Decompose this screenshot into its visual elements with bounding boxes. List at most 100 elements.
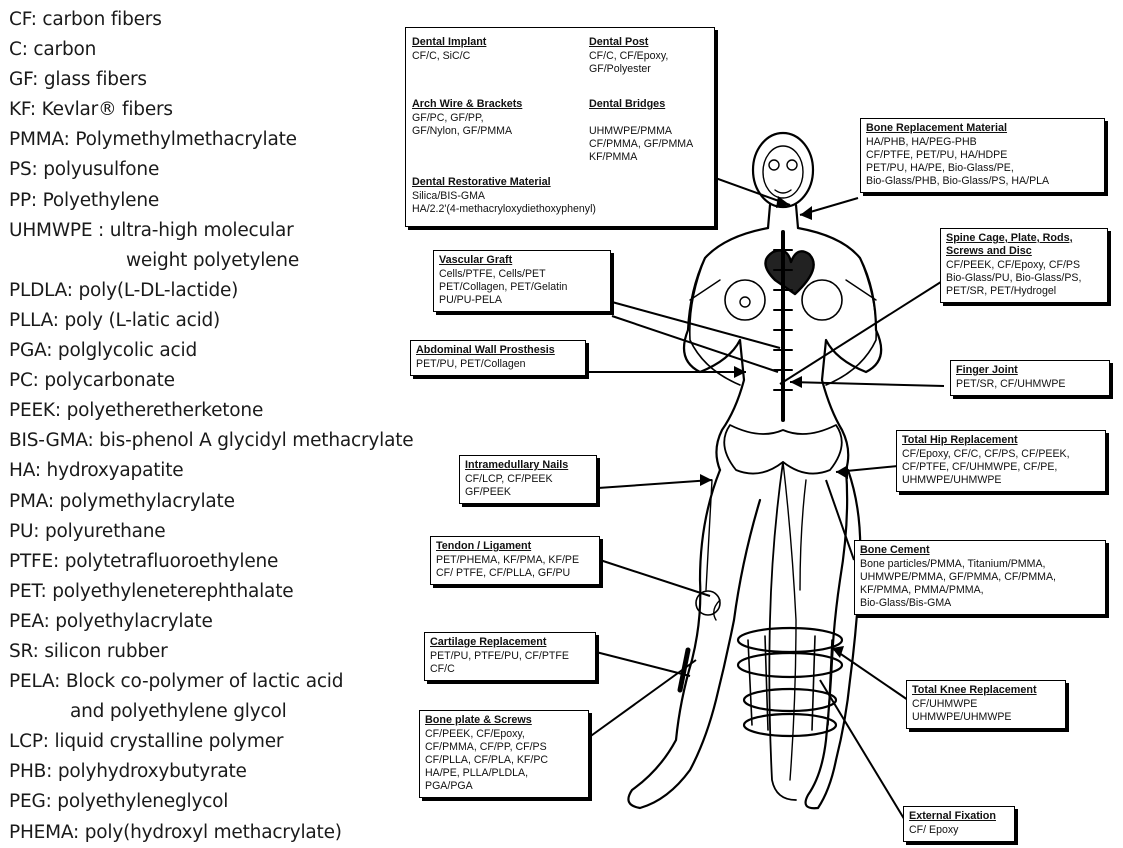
glossary-entry: SR: silicon rubber bbox=[9, 640, 168, 662]
spine-item: Bio-Glass/PU, Bio-Glass/PS, bbox=[946, 272, 1082, 284]
dental-bridges-title: Dental Bridges bbox=[589, 98, 666, 110]
abdominal-wall-box: Abdominal Wall Prosthesis PET/PU, PET/Co… bbox=[410, 340, 586, 376]
intramedullary-nails-box: Intramedullary Nails CF/LCP, CF/PEEK GF/… bbox=[459, 455, 597, 504]
spine-box: Spine Cage, Plate, Rods, Screws and Disc… bbox=[940, 228, 1108, 303]
external-fixation-item: CF/ Epoxy bbox=[909, 824, 959, 836]
dental-post-title: Dental Post bbox=[589, 36, 649, 48]
cartilage-replacement-box: Cartilage Replacement PET/PU, PTFE/PU, C… bbox=[424, 632, 596, 681]
dental-implant-item: CF/C, SiC/C bbox=[412, 50, 471, 62]
cartilage-replacement-title: Cartilage Replacement bbox=[430, 636, 547, 648]
glossary-entry: PEA: polyethylacrylate bbox=[9, 610, 213, 632]
glossary-entry: PMMA: Polymethylmethacrylate bbox=[9, 129, 297, 151]
intramedullary-nails-item: GF/PEEK bbox=[465, 486, 511, 498]
arch-wire-item: GF/Nylon, GF/PMMA bbox=[412, 125, 513, 137]
cartilage-replacement-item: PET/PU, PTFE/PU, CF/PTFE bbox=[430, 650, 569, 662]
bone-plate-screws-item: HA/PE, PLLA/PLDLA, bbox=[425, 767, 529, 779]
glossary-entry: KF: Kevlar® fibers bbox=[9, 99, 173, 121]
vascular-graft-item: PU/PU-PELA bbox=[439, 294, 502, 306]
total-hip-item: UHMWPE/UHMWPE bbox=[902, 474, 1002, 486]
dental-post-panel: Dental Post CF/C, CF/Epoxy, GF/Polyester bbox=[589, 36, 668, 76]
glossary-entry-continuation: and polyethylene glycol bbox=[70, 701, 287, 723]
dental-materials-box: Dental Implant CF/C, SiC/C Dental Post C… bbox=[405, 27, 715, 227]
glossary-entry: PHEMA: poly(hydroxyl methacrylate) bbox=[9, 821, 342, 843]
bone-replacement-item: PET/PU, HA/PE, Bio-Glass/PE, bbox=[866, 162, 1014, 174]
glossary-entry: PTFE: polytetrafluoroethylene bbox=[9, 550, 279, 572]
spine-item: PET/SR, PET/Hydrogel bbox=[946, 285, 1057, 297]
dental-bridges-item: CF/PMMA, GF/PMMA bbox=[589, 138, 694, 150]
bone-cement-box: Bone Cement Bone particles/PMMA, Titaniu… bbox=[854, 540, 1106, 615]
dental-bridges-item: UHMWPE/PMMA bbox=[589, 125, 672, 137]
total-hip-item: CF/Epoxy, CF/C, CF/PS, CF/PEEK, bbox=[902, 448, 1070, 460]
arrowheads bbox=[700, 196, 848, 658]
intramedullary-nails-item: CF/LCP, CF/PEEK bbox=[465, 473, 553, 485]
glossary-entry: GF: glass fibers bbox=[9, 69, 147, 91]
total-knee-item: UHMWPE/UHMWPE bbox=[912, 711, 1012, 723]
arch-wire-item: GF/PC, GF/PP, bbox=[412, 112, 484, 124]
total-knee-box: Total Knee Replacement CF/UHMWPE UHMWPE/… bbox=[906, 680, 1066, 729]
bone-plate-screws-title: Bone plate & Screws bbox=[425, 714, 532, 726]
intramedullary-nails-title: Intramedullary Nails bbox=[465, 459, 569, 471]
glossary-entry: HA: hydroxyapatite bbox=[9, 460, 184, 482]
spine-title: Spine Cage, Plate, Rods, Screws and Disc bbox=[946, 232, 1073, 257]
total-knee-item: CF/UHMWPE bbox=[912, 698, 978, 710]
bone-replacement-title: Bone Replacement Material bbox=[866, 122, 1008, 134]
glossary-entry: CF: carbon fibers bbox=[9, 9, 162, 30]
glossary-entry: PP: Polyethylene bbox=[9, 189, 160, 211]
glossary-entry: UHMWPE : ultra-high molecular bbox=[9, 219, 294, 241]
finger-joint-box: Finger Joint PET/SR, CF/UHMWPE bbox=[950, 360, 1110, 396]
bone-plate-screws-item: CF/PMMA, CF/PP, CF/PS bbox=[425, 741, 547, 753]
spine-item: CF/PEEK, CF/Epoxy, CF/PS bbox=[946, 259, 1081, 271]
dental-post-item: GF/Polyester bbox=[589, 63, 651, 75]
vascular-graft-item: PET/Collagen, PET/Gelatin bbox=[439, 281, 568, 293]
arch-wire-panel: Arch Wire & Brackets GF/PC, GF/PP, GF/Ny… bbox=[412, 98, 522, 138]
total-hip-item: CF/PTFE, CF/UHMWPE, CF/PE, bbox=[902, 461, 1058, 473]
abdominal-wall-title: Abdominal Wall Prosthesis bbox=[416, 344, 555, 356]
dental-restorative-item: HA/2.2'(4-methacryloxydiethoxyphenyl) bbox=[412, 203, 596, 215]
glossary-entry: LCP: liquid crystalline polymer bbox=[9, 731, 284, 753]
bone-cement-item: Bio-Glass/Bis-GMA bbox=[860, 597, 952, 609]
total-hip-box: Total Hip Replacement CF/Epoxy, CF/C, CF… bbox=[896, 430, 1106, 492]
dental-restorative-title: Dental Restorative Material bbox=[412, 176, 551, 188]
bone-cement-title: Bone Cement bbox=[860, 544, 930, 556]
bone-replacement-item: HA/PHB, HA/PEG-PHB bbox=[866, 136, 977, 148]
glossary-entry: BIS-GMA: bis-phenol A glycidyl methacryl… bbox=[9, 430, 414, 452]
bone-cement-item: Bone particles/PMMA, Titanium/PMMA, bbox=[860, 558, 1046, 570]
dental-implant-panel: Dental Implant CF/C, SiC/C bbox=[412, 36, 486, 63]
bone-cement-item: KF/PMMA, PMMA/PMMA, bbox=[860, 584, 984, 596]
arch-wire-title: Arch Wire & Brackets bbox=[412, 98, 523, 110]
total-knee-title: Total Knee Replacement bbox=[912, 684, 1037, 696]
dental-bridges-panel: Dental Bridges UHMWPE/PMMA CF/PMMA, GF/P… bbox=[589, 98, 693, 164]
tendon-ligament-box: Tendon / Ligament PET/PHEMA, KF/PMA, KF/… bbox=[430, 536, 600, 585]
abbreviation-glossary: CF: carbon fibers C: carbon GF: glass fi… bbox=[9, 5, 479, 848]
glossary-entry: PLLA: poly (L-latic acid) bbox=[9, 309, 221, 331]
glossary-entry: C: carbon bbox=[9, 39, 97, 61]
finger-joint-item: PET/SR, CF/UHMWPE bbox=[956, 378, 1066, 390]
dental-bridges-item: KF/PMMA bbox=[589, 151, 638, 163]
glossary-entry: PET: polyethyleneterephthalate bbox=[9, 580, 294, 602]
vascular-graft-item: Cells/PTFE, Cells/PET bbox=[439, 268, 546, 280]
bone-plate-screws-item: PGA/PGA bbox=[425, 780, 473, 792]
glossary-entry: PEG: polyethyleneglycol bbox=[9, 791, 229, 813]
dental-restorative-panel: Dental Restorative Material Silica/BIS-G… bbox=[412, 176, 596, 216]
tendon-ligament-item: CF/ PTFE, CF/PLLA, GF/PU bbox=[436, 567, 571, 579]
total-hip-title: Total Hip Replacement bbox=[902, 434, 1018, 446]
bone-plate-screws-item: CF/PLLA, CF/PLA, KF/PC bbox=[425, 754, 549, 766]
dental-post-item: CF/C, CF/Epoxy, bbox=[589, 50, 669, 62]
external-fixation-box: External Fixation CF/ Epoxy bbox=[903, 806, 1015, 842]
glossary-entry: PHB: polyhydroxybutyrate bbox=[9, 761, 247, 783]
dental-restorative-item: Silica/BIS-GMA bbox=[412, 190, 485, 202]
bone-replacement-item: Bio-Glass/PHB, Bio-Glass/PS, HA/PLA bbox=[866, 175, 1050, 187]
glossary-entry: PU: polyurethane bbox=[9, 520, 166, 542]
bone-replacement-item: CF/PTFE, PET/PU, HA/HDPE bbox=[866, 149, 1008, 161]
glossary-entry: PC: polycarbonate bbox=[9, 370, 175, 392]
glossary-entry: PMA: polymethylacrylate bbox=[9, 490, 235, 512]
bone-plate-screws-box: Bone plate & Screws CF/PEEK, CF/Epoxy, C… bbox=[419, 710, 589, 798]
cartilage-replacement-item: CF/C bbox=[430, 663, 455, 675]
finger-joint-title: Finger Joint bbox=[956, 364, 1018, 376]
bone-replacement-box: Bone Replacement Material HA/PHB, HA/PEG… bbox=[860, 118, 1105, 193]
bone-plate-screws-item: CF/PEEK, CF/Epoxy, bbox=[425, 728, 525, 740]
tendon-ligament-title: Tendon / Ligament bbox=[436, 540, 532, 552]
glossary-entry: PGA: polglycolic acid bbox=[9, 340, 197, 362]
